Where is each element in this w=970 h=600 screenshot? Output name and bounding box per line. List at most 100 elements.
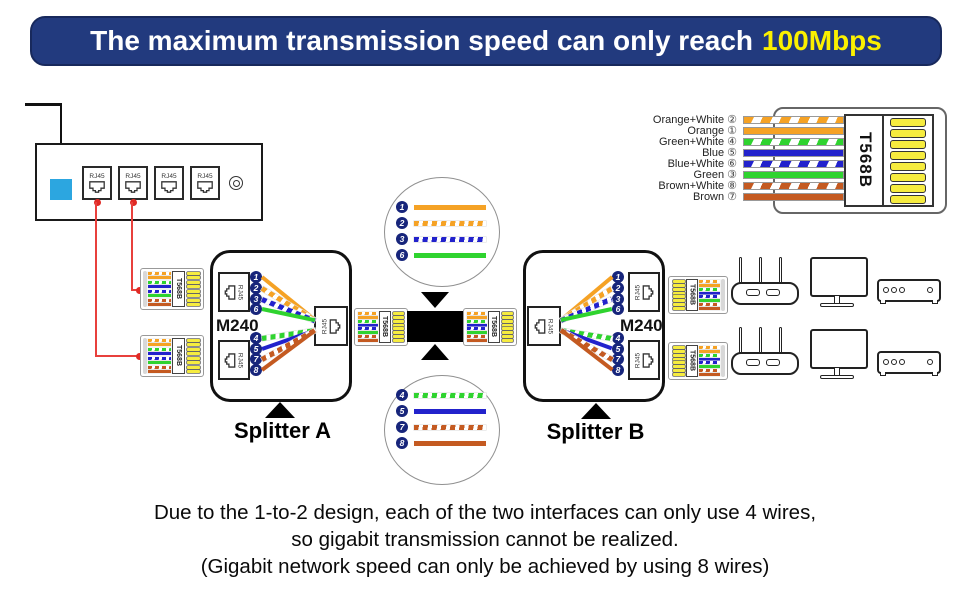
rj45-port-2: RJ45 — [118, 166, 148, 200]
wire-number-badge: 8 — [396, 437, 408, 449]
cable-boot — [143, 338, 148, 374]
arrow-down-icon — [421, 292, 449, 308]
plug-standard-label: T568B — [171, 338, 186, 374]
cable-boot — [143, 271, 148, 307]
legend-color-name: Blue — [702, 147, 725, 159]
pair-wire-2 — [414, 221, 486, 226]
wire-number-badge: 5 — [612, 342, 624, 355]
legend-color-name: Blue+White — [667, 158, 725, 170]
gold-pin — [890, 162, 926, 171]
wan-port — [50, 179, 72, 200]
cable-boot — [721, 345, 725, 377]
pair-wire-7 — [414, 425, 486, 430]
wire-number-badge: 4 — [396, 389, 408, 401]
splitter-a-jack-bottom: RJ45 — [218, 340, 250, 380]
rj45-plug-left-top: T568B — [140, 268, 204, 310]
legend-pin-number: ④ — [727, 136, 737, 148]
router-port-icon — [746, 289, 760, 296]
splitter-a-caption: Splitter A — [234, 418, 331, 443]
plug-standard-label: T568B — [378, 311, 391, 343]
legend-color-name: Orange — [687, 125, 725, 137]
wire-number-badge: 7 — [250, 353, 262, 365]
settop-foot — [932, 300, 938, 304]
rj45-port-1: RJ45 — [82, 166, 112, 200]
rj45-socket-icon — [224, 284, 236, 300]
wire-number-badge: 7 — [612, 353, 624, 365]
settop-dot — [927, 359, 933, 365]
settop-foot — [880, 300, 886, 304]
wan-cable — [25, 103, 62, 106]
rj45-socket-icon — [642, 284, 654, 300]
caption-line-2: so gigabit transmission cannot be realiz… — [291, 528, 679, 551]
cable-junction-dot — [135, 352, 143, 360]
plug-pins — [186, 338, 201, 374]
wire-number-badge: 1 — [250, 271, 262, 283]
plug-wires — [467, 311, 487, 343]
rj45-socket-icon — [161, 181, 177, 193]
rj45-socket-icon — [125, 181, 141, 193]
plug-pins — [672, 345, 686, 377]
monitor-icon — [810, 329, 868, 369]
router-antenna — [779, 327, 782, 353]
arrow-up-icon — [421, 344, 449, 360]
legend-pin-number: ⑧ — [727, 180, 737, 192]
legend-pin-number: ① — [727, 125, 737, 137]
cable-boot — [721, 279, 725, 311]
legend-pin-number: ③ — [727, 169, 737, 181]
gold-pin — [890, 184, 926, 193]
wire-brown-white — [743, 182, 844, 190]
settop-box-icon — [877, 279, 941, 302]
headline-text: The maximum transmission speed can only … — [90, 25, 754, 56]
red-cable-port2 — [131, 289, 139, 291]
settop-foot — [932, 372, 938, 376]
gold-pin — [890, 195, 926, 204]
splitter-a-model: M240 — [216, 316, 259, 335]
pair-wire-1 — [414, 205, 486, 210]
rj45-plug-right-top: T568B — [668, 276, 728, 314]
legend-pin-number: ② — [727, 114, 737, 126]
rj45-port-label: RJ45 — [89, 173, 105, 180]
headline-banner: The maximum transmission speed can only … — [30, 16, 942, 66]
plug-standard-label: T568B — [685, 279, 699, 311]
legend-color-name: Orange+White — [652, 114, 725, 126]
connector-standard-label: T568B — [844, 114, 886, 207]
coupler-block — [407, 311, 463, 342]
wire-number-badge: 2 — [396, 217, 408, 229]
router-port-icon — [766, 359, 780, 366]
caption-line-3: (Gigabit network speed can only be achie… — [200, 555, 770, 578]
connector-pin-block — [882, 114, 934, 207]
plug-pins — [501, 311, 514, 343]
wire-number-badge: 3 — [250, 292, 262, 305]
red-cable-port1 — [95, 202, 97, 356]
rj45-socket-icon — [89, 181, 105, 193]
wire-orange — [743, 127, 844, 135]
splitter-b-caption: Splitter B — [546, 419, 645, 444]
legend-pin-number: ⑦ — [727, 191, 737, 203]
top-pair-circle — [384, 177, 500, 287]
plug-wires — [699, 345, 721, 377]
rj45-socket-icon — [224, 352, 236, 368]
wire-blue-white — [743, 160, 844, 168]
router-antenna — [739, 257, 742, 283]
plug-standard-label: T568B — [685, 345, 699, 377]
settop-dot — [891, 359, 897, 365]
legend-pin-number: ⑥ — [727, 158, 737, 170]
legend-color-name: Green+White — [659, 136, 725, 148]
rj45-socket-icon — [329, 318, 341, 334]
gold-pin — [890, 151, 926, 160]
splitter-a-pointer-icon — [265, 402, 295, 418]
plug-pins — [392, 311, 405, 343]
plug-wires — [148, 271, 171, 307]
router-antenna — [759, 257, 762, 283]
plug-wires — [699, 279, 721, 311]
rj45-port-4: RJ45 — [190, 166, 220, 200]
router-port-icon — [766, 289, 780, 296]
wire-number-badge: 2 — [612, 282, 624, 294]
plug-standard-label: T568B — [171, 271, 186, 307]
settop-dot — [883, 359, 889, 365]
settop-dot — [899, 359, 905, 365]
